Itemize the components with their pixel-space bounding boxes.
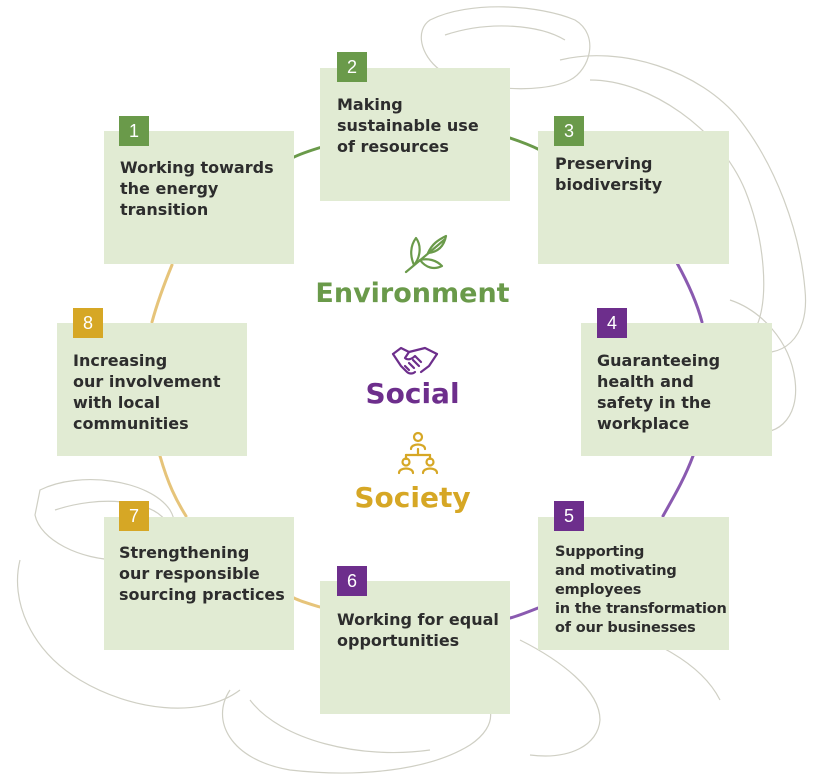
commitment-text-7: Strengthening our responsible sourcing p…	[119, 543, 285, 604]
people-network-icon	[397, 431, 439, 475]
commitment-ring	[150, 136, 704, 620]
commitment-box-1: 1 Working towards the energy transition	[104, 116, 294, 264]
commitment-number-5: 5	[554, 501, 584, 531]
leaf-branch-icon	[404, 234, 448, 274]
commitment-text-6: Working for equal opportunities	[337, 610, 499, 650]
ring-arc-environment-1	[290, 145, 324, 160]
commitment-text-2: Making sustainable use of resources	[337, 95, 479, 156]
ring-arc-society-2	[158, 454, 188, 518]
ring-arc-society-3	[150, 263, 174, 324]
commitment-text-8: Increasing our involvement with local co…	[73, 351, 221, 433]
commitment-box-2: 2 Making sustainable use of resources	[320, 52, 510, 201]
handshake-icon	[391, 346, 439, 375]
commitment-text-1: Working towards the energy transition	[120, 158, 274, 219]
commitment-box-3: 3 Preserving biodiversity	[538, 116, 729, 264]
commitment-number-4: 4	[597, 308, 627, 338]
pillar-title-social: Social	[365, 377, 460, 410]
commitment-number-3: 3	[554, 116, 584, 146]
ring-arc-social-2	[661, 454, 695, 518]
commitment-number-7: 7	[119, 501, 149, 531]
commitment-text-3: Preserving biodiversity	[555, 154, 663, 194]
ring-arc-social-1	[675, 261, 704, 324]
ring-arc-social-3	[508, 606, 540, 620]
ring-arc-society-1	[292, 596, 322, 609]
pillar-title-society: Society	[354, 481, 471, 514]
commitment-number-1: 1	[119, 116, 149, 146]
commitment-number-2: 2	[337, 52, 367, 82]
commitment-text-4: Guaranteeing health and safety in the wo…	[597, 351, 721, 433]
commitment-box-7: 7 Strengthening our responsible sourcing…	[104, 501, 294, 650]
commitment-box-4: 4 Guaranteeing health and safety in the …	[581, 308, 772, 456]
ring-arc-environment-2	[508, 136, 542, 152]
commitment-box-5: 5 Supporting and motivating employees in…	[538, 501, 729, 650]
commitment-number-6: 6	[337, 566, 367, 596]
commitment-box-8: 8 Increasing our involvement with local …	[57, 308, 247, 456]
commitment-text-5: Supporting and motivating employees in t…	[555, 544, 727, 636]
pillar-title-environment: Environment	[315, 278, 510, 309]
commitment-box-6: 6 Working for equal opportunities	[320, 566, 510, 714]
commitment-number-8: 8	[73, 308, 103, 338]
